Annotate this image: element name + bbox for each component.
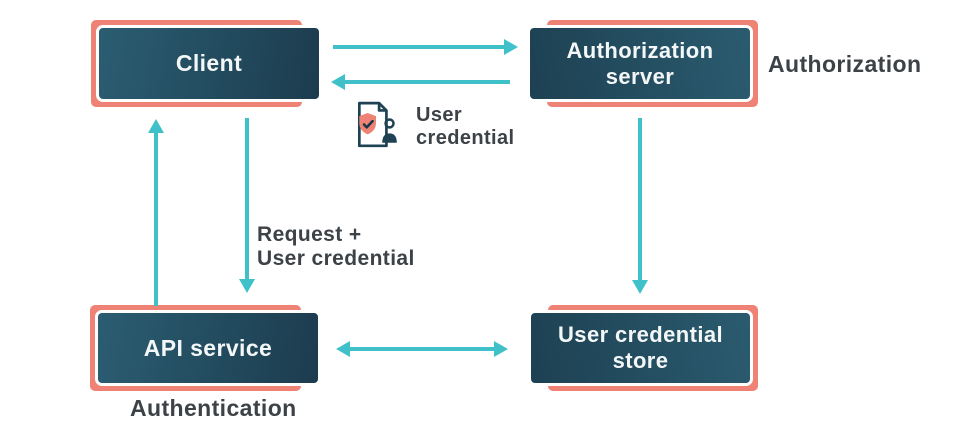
client-label: Client — [175, 50, 243, 76]
user-credential-annotation: User credential — [416, 104, 514, 150]
authorization-annotation: Authorization — [768, 51, 922, 77]
user-credential-annotation-line1: User — [416, 104, 463, 126]
user-credential-store-label-line1: User credential — [558, 322, 723, 347]
arrow-client-to-auth-line — [333, 45, 505, 49]
authorization-server-label-line1: Authorization — [566, 37, 714, 63]
arrow-api-to-client-line — [154, 132, 158, 306]
arrow-bidi-left-head — [336, 341, 350, 357]
request-annotation: Request + User credential — [257, 223, 415, 271]
request-annotation-line2: User credential — [257, 247, 415, 270]
api-service-box: API service — [95, 310, 321, 386]
arrow-auth-to-store-head — [632, 280, 648, 294]
arrow-api-to-client-head — [148, 119, 164, 133]
authorization-server-box: Authorization server — [527, 25, 753, 102]
user-credential-store-box: User credential store — [528, 310, 753, 386]
arrow-auth-to-store-line — [638, 118, 642, 281]
user-credential-store-label-line2: store — [612, 348, 669, 373]
user-credential-icon — [357, 101, 397, 148]
node-api-service: API service — [90, 305, 321, 391]
authentication-annotation: Authentication — [130, 395, 297, 421]
arrow-auth-to-client-head — [331, 74, 345, 90]
arrow-bidi-right-head — [494, 341, 508, 357]
arrow-client-to-api-line — [245, 118, 249, 281]
node-authorization-server: Authorization server — [527, 20, 758, 107]
arrow-bidi-line — [348, 347, 496, 351]
node-user-credential-store: User credential store — [528, 305, 758, 391]
request-annotation-line1: Request + — [257, 223, 362, 246]
arrow-client-to-api-head — [239, 279, 255, 293]
api-service-label: API service — [143, 334, 273, 361]
node-client: Client — [91, 20, 322, 107]
authorization-server-label-line2: server — [605, 63, 675, 89]
client-box: Client — [96, 25, 322, 102]
user-credential-annotation-line2: credential — [416, 127, 515, 149]
arrow-client-to-auth-head — [504, 39, 518, 55]
arrow-auth-to-client-line — [345, 80, 510, 84]
